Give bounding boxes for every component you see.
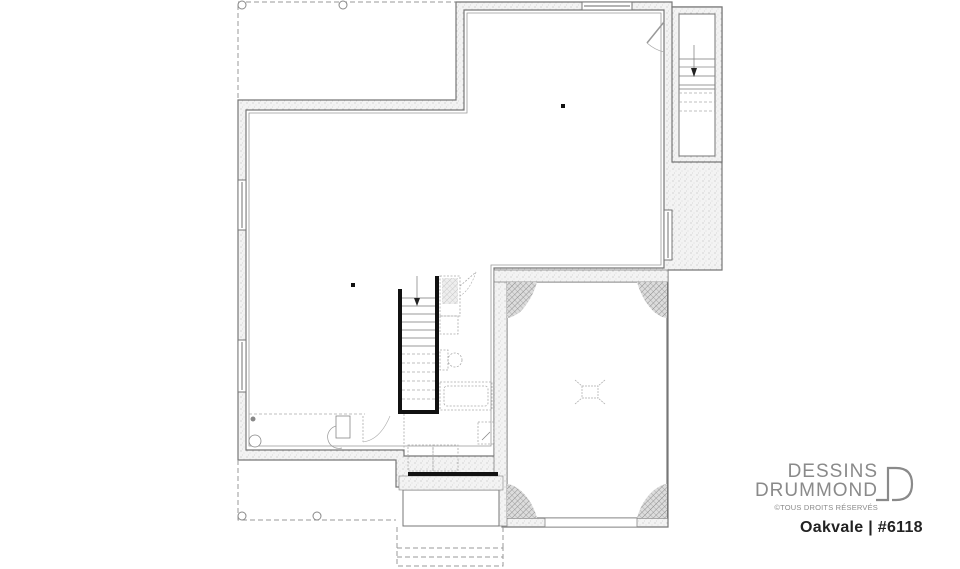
bay-room-details [507, 282, 667, 528]
bottom-patio-outline [237, 460, 396, 521]
interior-stair [398, 276, 439, 414]
bottom-steps-outline [396, 527, 504, 567]
mechanical-fixtures [403, 414, 498, 476]
storage-fixtures [248, 413, 391, 449]
copyright-notice: ©TOUS DROITS RÉSERVÉS [774, 503, 878, 512]
logo-text-line2: DRUMMOND [754, 480, 878, 501]
right-window [663, 209, 673, 261]
light-fixture-marker [351, 283, 355, 287]
foundation-walls [237, 1, 723, 528]
logo-text-line1: DESSINS [787, 461, 878, 482]
top-window [581, 1, 633, 11]
top-patio-outline [237, 0, 457, 101]
exterior-door [646, 21, 665, 53]
left-windows [237, 179, 247, 393]
light-fixture-marker [561, 104, 565, 108]
bathroom-fixtures [439, 271, 493, 411]
logo-mark-icon [876, 466, 914, 502]
exterior-stair [679, 45, 715, 112]
dessins-drummond-logo: DESSINS DRUMMOND ©TOUS DROITS RÉSERVÉS [752, 462, 942, 522]
plan-caption: Oakvale | #6118 [800, 519, 923, 536]
